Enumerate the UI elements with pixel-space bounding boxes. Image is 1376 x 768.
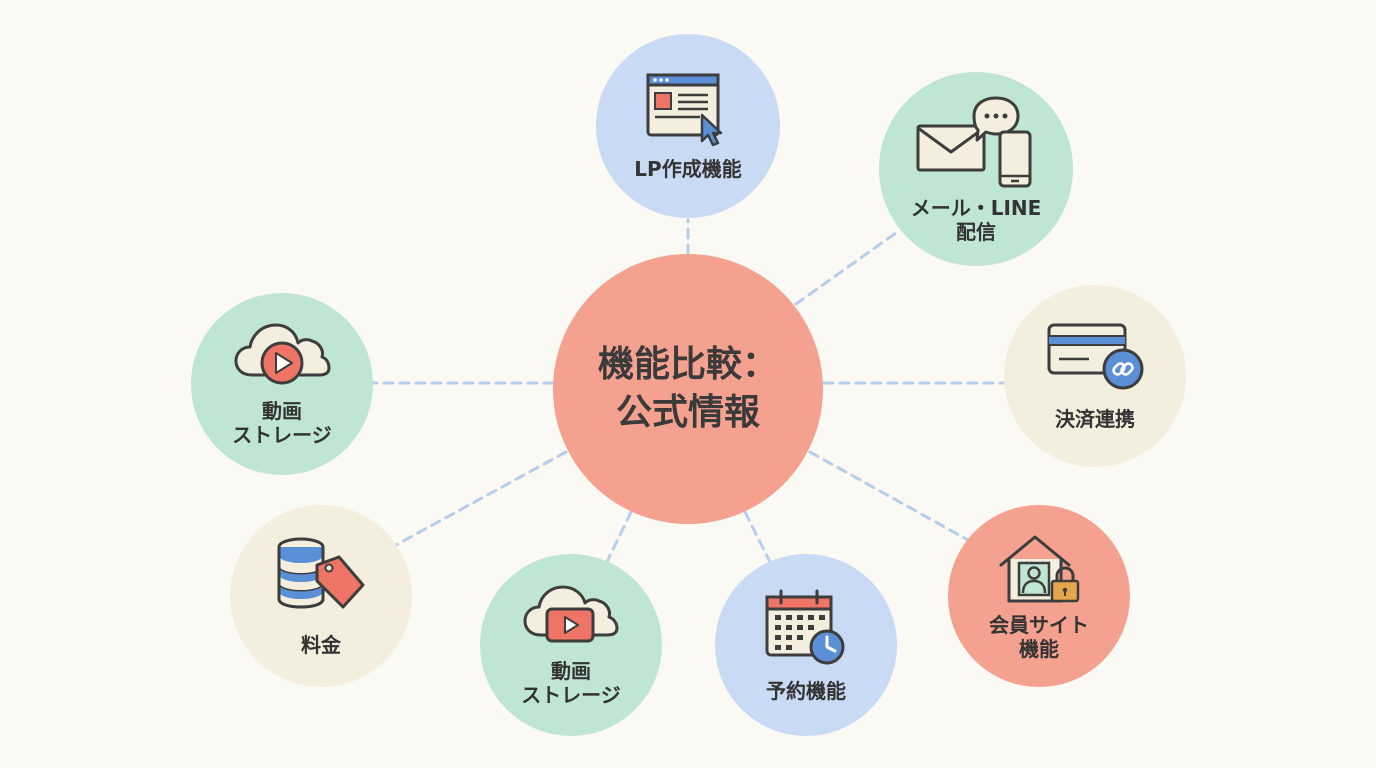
card-link-icon xyxy=(1047,323,1144,390)
database-tag-icon xyxy=(277,537,365,609)
node-lp-builder: LP作成機能 xyxy=(596,34,780,218)
cloud-video-icon xyxy=(523,585,619,643)
calendar-clock-icon xyxy=(765,589,845,665)
node-mail-line: メール・LINE 配信 xyxy=(879,72,1073,266)
browser-cursor-icon xyxy=(646,73,723,147)
node-video-storage-bottom-label-2: ストレージ xyxy=(521,683,621,707)
cloud-play-icon xyxy=(234,323,331,385)
connector-member xyxy=(808,450,970,542)
node-member-site-label-1: 会員サイト xyxy=(989,613,1089,637)
connector-video-bottom xyxy=(603,510,633,568)
center-node: 機能比較： 公式情報 xyxy=(553,254,823,524)
node-booking: 予約機能 xyxy=(715,554,897,736)
center-title-line-2: 公式情報 xyxy=(615,392,760,433)
center-title-line-1: 機能比較： xyxy=(597,344,778,385)
node-payment: 決済連携 xyxy=(1004,285,1186,467)
node-lp-builder-label: LP作成機能 xyxy=(634,157,742,181)
node-video-storage-bottom-label-1: 動画 xyxy=(551,659,591,683)
node-video-storage-left-label-2: ストレージ xyxy=(232,423,332,447)
connector-price xyxy=(394,450,568,547)
node-booking-label: 予約機能 xyxy=(766,679,846,703)
node-member-site: 会員サイト 機能 xyxy=(948,505,1130,687)
node-pricing: 料金 xyxy=(230,505,412,687)
node-video-storage-left-label-1: 動画 xyxy=(262,399,302,423)
node-mail-line-label-1: メール・LINE xyxy=(910,196,1042,220)
node-member-site-label-2: 機能 xyxy=(1019,637,1059,661)
mail-chat-phone-icon xyxy=(916,96,1032,188)
node-payment-label: 決済連携 xyxy=(1055,407,1135,431)
node-video-storage-bottom: 動画 ストレージ xyxy=(480,554,662,736)
node-mail-line-label-2: 配信 xyxy=(956,220,996,244)
house-lock-icon xyxy=(999,535,1080,603)
node-pricing-label: 料金 xyxy=(301,633,341,657)
connector-mail xyxy=(794,228,902,306)
node-video-storage-left: 動画 ストレージ xyxy=(191,293,373,475)
connector-booking xyxy=(743,510,774,568)
